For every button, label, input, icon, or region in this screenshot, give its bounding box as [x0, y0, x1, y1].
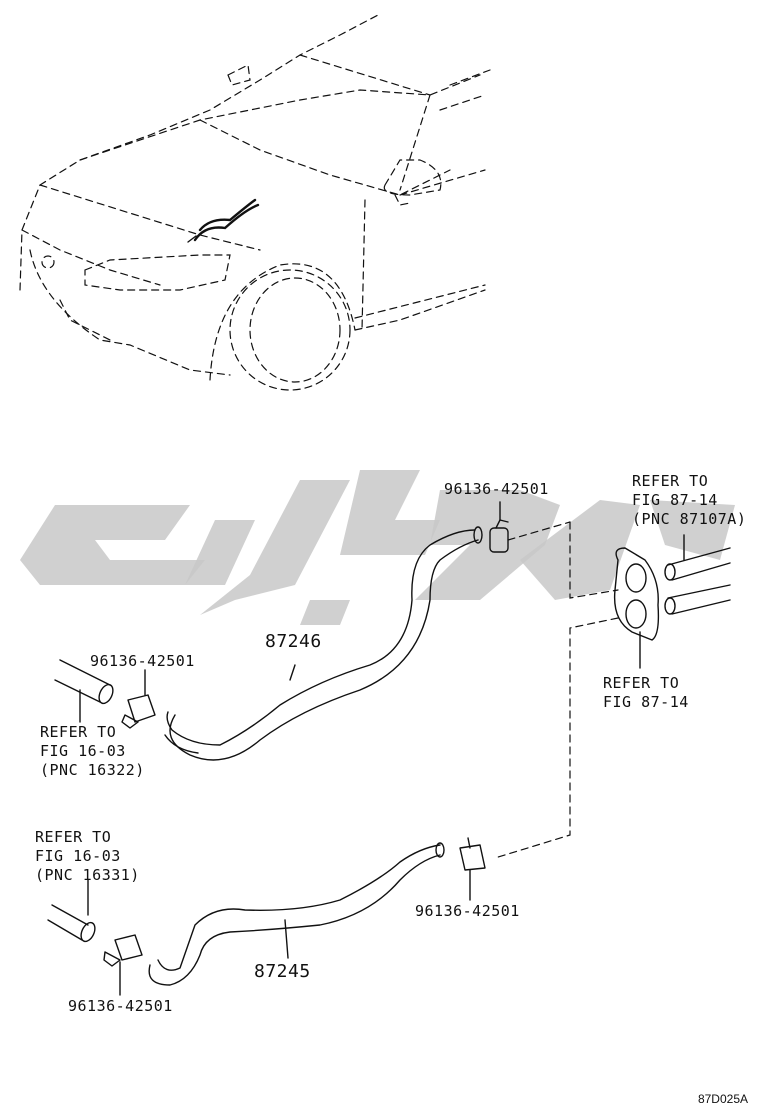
lower-hose-87245	[148, 842, 445, 986]
right-pipes	[664, 534, 731, 615]
label-refer-right-1: REFER TO	[603, 674, 680, 692]
label-refer-upper-left-2: FIG 16-03	[40, 742, 126, 760]
figure-id: 87D025A	[697, 1092, 748, 1106]
label-clamp-upper-left: 96136-42501	[90, 652, 195, 670]
label-refer-top-right-3: (PNC 87107A)	[632, 510, 747, 528]
clamp-lower-right	[459, 837, 486, 901]
label-part-87246: 87246	[265, 631, 322, 652]
label-refer-right-2: FIG 87-14	[603, 693, 689, 711]
lower-left-pipe	[47, 879, 96, 943]
label-clamp-lower-left: 96136-42501	[68, 997, 173, 1015]
label-clamp-lower-right: 96136-42501	[415, 902, 520, 920]
clamp-lower-left	[103, 934, 143, 996]
label-part-87245: 87245	[254, 961, 311, 982]
watermark-logo	[20, 470, 735, 625]
label-refer-top-right-2: FIG 87-14	[632, 491, 718, 509]
label-clamp-top: 96136-42501	[444, 480, 549, 498]
label-refer-top-right-1: REFER TO	[632, 472, 709, 490]
label-refer-upper-left-1: REFER TO	[40, 723, 117, 741]
upper-hose-87246	[164, 526, 483, 761]
car-outline	[19, 14, 491, 391]
dashed-connectors	[494, 521, 619, 859]
clamp-upper-left	[121, 669, 156, 729]
hose-location-marker	[187, 198, 260, 243]
upper-left-pipe	[54, 659, 114, 723]
label-refer-upper-left-3: (PNC 16322)	[40, 761, 145, 779]
label-refer-lower-left-3: (PNC 16331)	[35, 866, 140, 884]
clamp-top	[489, 501, 571, 553]
label-refer-lower-left-1: REFER TO	[35, 828, 112, 846]
grommet	[613, 547, 660, 669]
label-refer-lower-left-2: FIG 16-03	[35, 847, 121, 865]
